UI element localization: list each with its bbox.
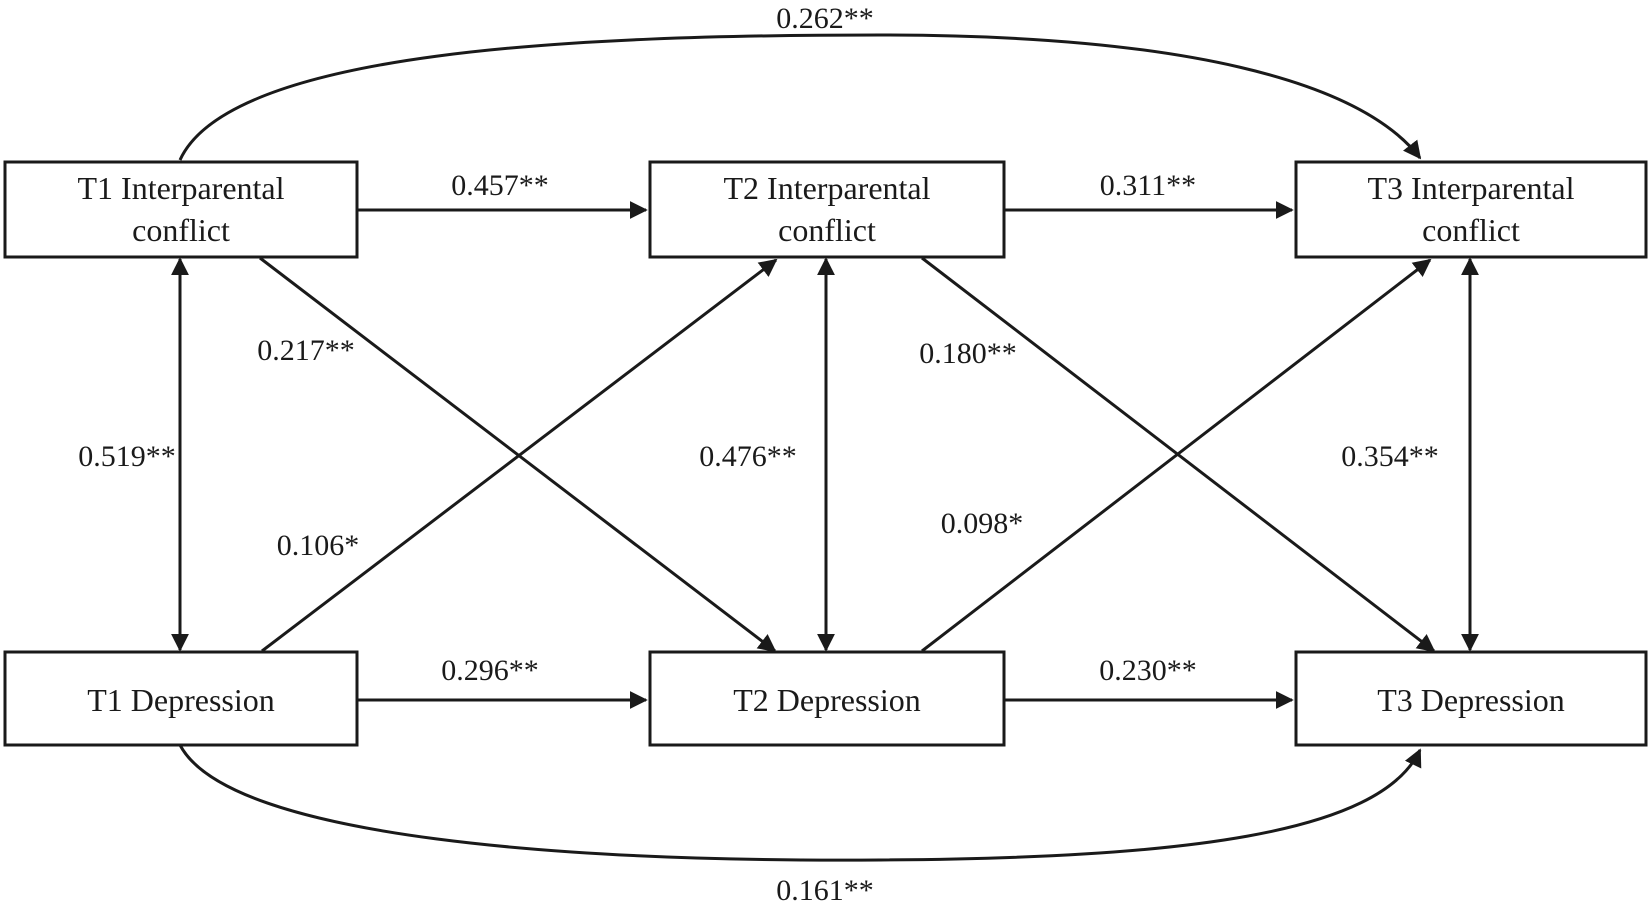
node-t2-depression-box	[648, 650, 1006, 747]
node-t3-depression-box	[1294, 650, 1648, 747]
coef-t1c-t1d: 0.519**	[78, 440, 176, 473]
coef-t2c-t3d: 0.180**	[919, 337, 1017, 370]
coef-t2d-t3c: 0.098*	[941, 507, 1024, 540]
node-t1-depression: T1 Depression	[3, 650, 359, 747]
coef-t1c-t2d: 0.217**	[257, 334, 355, 367]
node-t3-conflict-line2: conflict	[1422, 212, 1520, 248]
coef-t2d-t3d: 0.230**	[1099, 654, 1197, 687]
node-t3-conflict-box	[1294, 160, 1648, 259]
arrow-t1-conflict-to-t3-conflict	[178, 33, 1422, 161]
coef-t1c-t2c: 0.457**	[451, 169, 549, 202]
node-t2-conflict-line1: T2 Interparental	[724, 170, 931, 206]
node-t1-depression-box	[3, 650, 359, 747]
node-t3-depression-label: T3 Depression	[1377, 682, 1565, 718]
node-t1-conflict-box	[3, 160, 359, 259]
arrow-t1-conflict-to-t2-depression	[259, 256, 777, 653]
node-t3-conflict-line1: T3 Interparental	[1368, 170, 1575, 206]
node-t2-depression-label: T2 Depression	[733, 682, 921, 718]
coef-t1d-t3d: 0.161**	[776, 874, 874, 907]
node-t1-conflict-line2: conflict	[132, 212, 230, 248]
arrow-t1-depression-to-t3-depression	[178, 744, 1422, 862]
node-t2-conflict: T2 Interparental conflict	[648, 160, 1006, 259]
arrow-t1-depression-to-t2-conflict	[261, 258, 778, 653]
node-t2-depression: T2 Depression	[648, 650, 1006, 747]
node-t1-conflict: T1 Interparental conflict	[3, 160, 359, 259]
coef-t1d-t2c: 0.106*	[277, 529, 360, 562]
node-t3-depression: T3 Depression	[1294, 650, 1648, 747]
coef-t2c-t2d: 0.476**	[699, 440, 797, 473]
node-t1-depression-label: T1 Depression	[87, 682, 275, 718]
coef-t1d-t2d: 0.296**	[441, 654, 539, 687]
arrow-t2-depression-to-t3-conflict	[921, 258, 1432, 653]
coef-t3c-t3d: 0.354**	[1341, 440, 1439, 473]
node-t2-conflict-box	[648, 160, 1006, 259]
coef-t1c-t3c: 0.262**	[776, 2, 874, 35]
node-t1-conflict-line1: T1 Interparental	[78, 170, 285, 206]
node-t3-conflict: T3 Interparental conflict	[1294, 160, 1648, 259]
coef-t2c-t3c: 0.311**	[1100, 169, 1196, 202]
node-t2-conflict-line2: conflict	[778, 212, 876, 248]
